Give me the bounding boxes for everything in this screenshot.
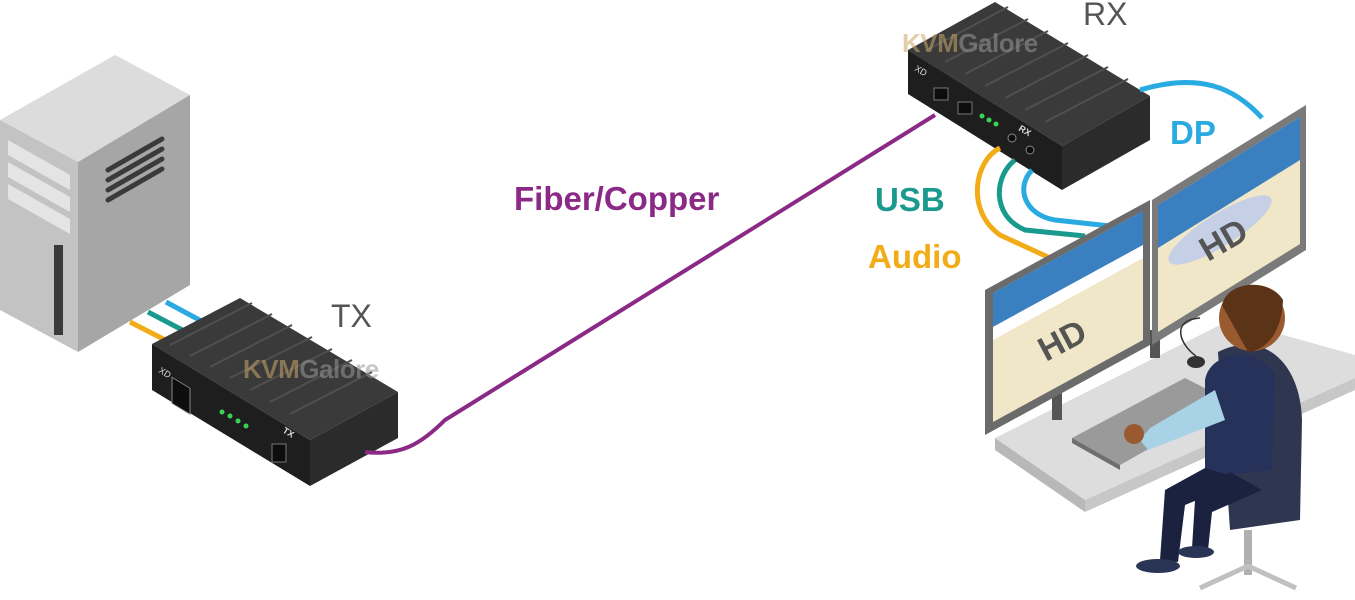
watermark-part2: Galore <box>958 28 1038 58</box>
pc-tower-icon <box>0 55 190 352</box>
rx-to-workstation-cables <box>975 80 1264 261</box>
tx-watermark: KVMGalore <box>243 354 379 385</box>
rx-label: RX <box>1083 0 1128 32</box>
fiber-copper-label: Fiber/Copper <box>514 180 720 217</box>
usb-label: USB <box>875 181 945 218</box>
rx-watermark: KVMGalore <box>902 28 1038 59</box>
tx-label: TX <box>331 298 372 334</box>
audio-label: Audio <box>868 238 962 275</box>
tx-unit <box>152 298 398 486</box>
watermark-part2: Galore <box>299 354 379 384</box>
rx-unit <box>908 2 1150 190</box>
dp-label: DP <box>1170 114 1216 151</box>
mouse-icon <box>1179 317 1205 368</box>
left-monitor <box>985 200 1150 435</box>
watermark-part1: KVM <box>902 28 959 58</box>
user-person-icon <box>1124 284 1302 591</box>
right-monitor <box>1152 105 1306 345</box>
watermark-part1: KVM <box>243 354 300 384</box>
fiber-copper-cable <box>364 113 937 455</box>
